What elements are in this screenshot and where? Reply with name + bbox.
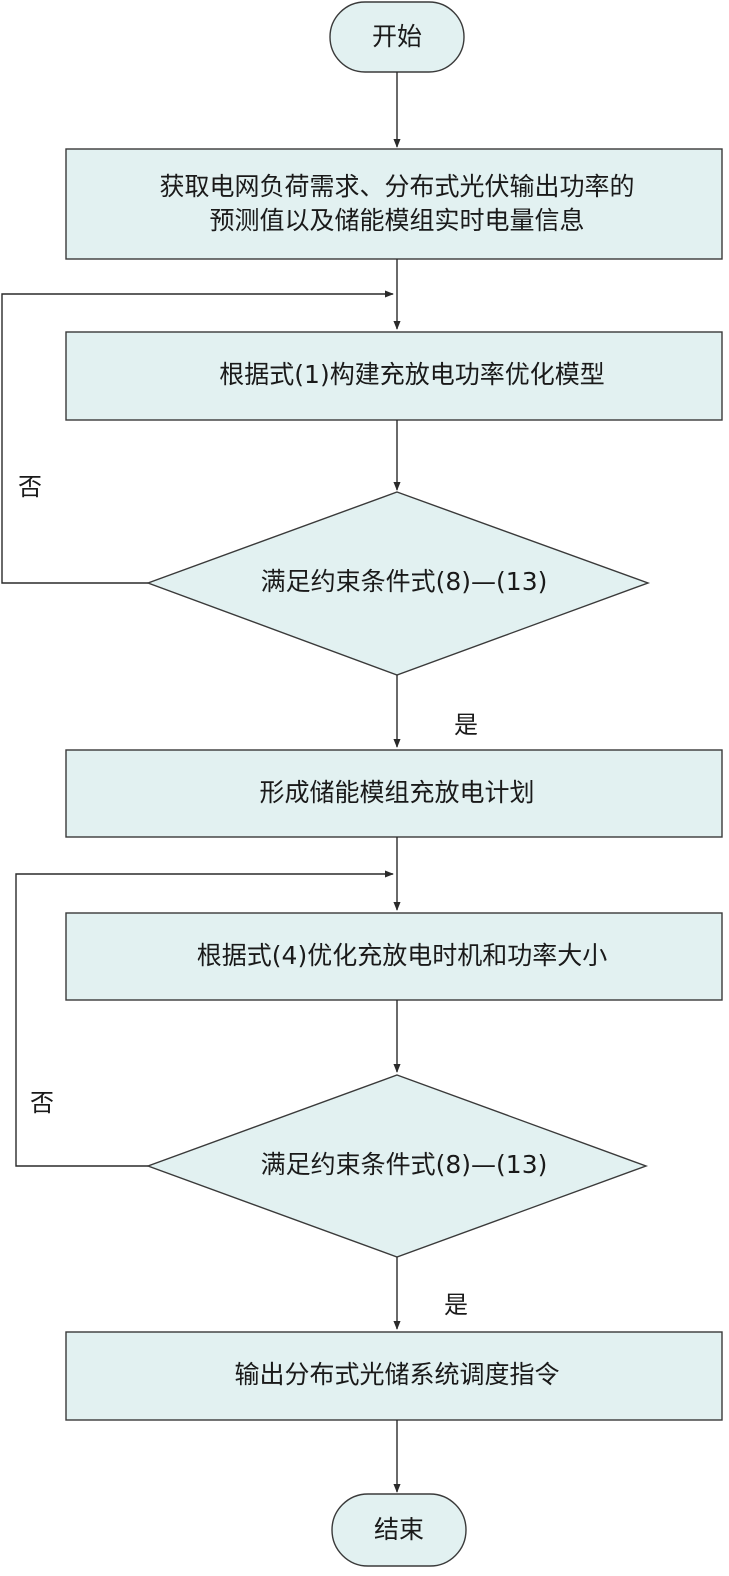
- step-form-plan: 形成储能模组充放电计划: [65, 749, 723, 838]
- start-node: 开始: [329, 1, 465, 73]
- step-build-model-label: 根据式(1)构建充放电功率优化模型: [219, 360, 604, 389]
- loop-no-1: [1, 290, 394, 584]
- step-optimize-timing: 根据式(4)优化充放电时机和功率大小: [65, 912, 723, 1001]
- yes-label-1: 是: [454, 711, 478, 739]
- step-acquire-info-line1: 获取电网负荷需求、分布式光伏输出功率的: [159, 172, 634, 201]
- no-label-2: 否: [30, 1089, 54, 1117]
- decision-constraints-1: 满足约束条件式(8)—(13): [145, 491, 651, 676]
- step-build-model: 根据式(1)构建充放电功率优化模型: [65, 331, 723, 421]
- start-label: 开始: [372, 22, 422, 51]
- decision-constraints-2-label: 满足约束条件式(8)—(13): [261, 1150, 548, 1179]
- no-label-1: 否: [18, 473, 42, 501]
- loop-no-2: [15, 870, 394, 1167]
- decision-constraints-2: 满足约束条件式(8)—(13): [145, 1074, 649, 1258]
- step-output-command: 输出分布式光储系统调度指令: [65, 1331, 723, 1421]
- step-output-command-label: 输出分布式光储系统调度指令: [234, 1360, 559, 1389]
- decision-constraints-1-label: 满足约束条件式(8)—(13): [261, 567, 548, 596]
- step-acquire-info: 获取电网负荷需求、分布式光伏输出功率的 预测值以及储能模组实时电量信息: [65, 148, 723, 260]
- step-form-plan-label: 形成储能模组充放电计划: [259, 778, 534, 807]
- yes-label-2: 是: [444, 1291, 468, 1319]
- step-optimize-timing-label: 根据式(4)优化充放电时机和功率大小: [197, 941, 607, 970]
- end-label: 结束: [374, 1515, 424, 1544]
- end-node: 结束: [331, 1493, 467, 1567]
- step-acquire-info-line2: 预测值以及储能模组实时电量信息: [209, 206, 584, 235]
